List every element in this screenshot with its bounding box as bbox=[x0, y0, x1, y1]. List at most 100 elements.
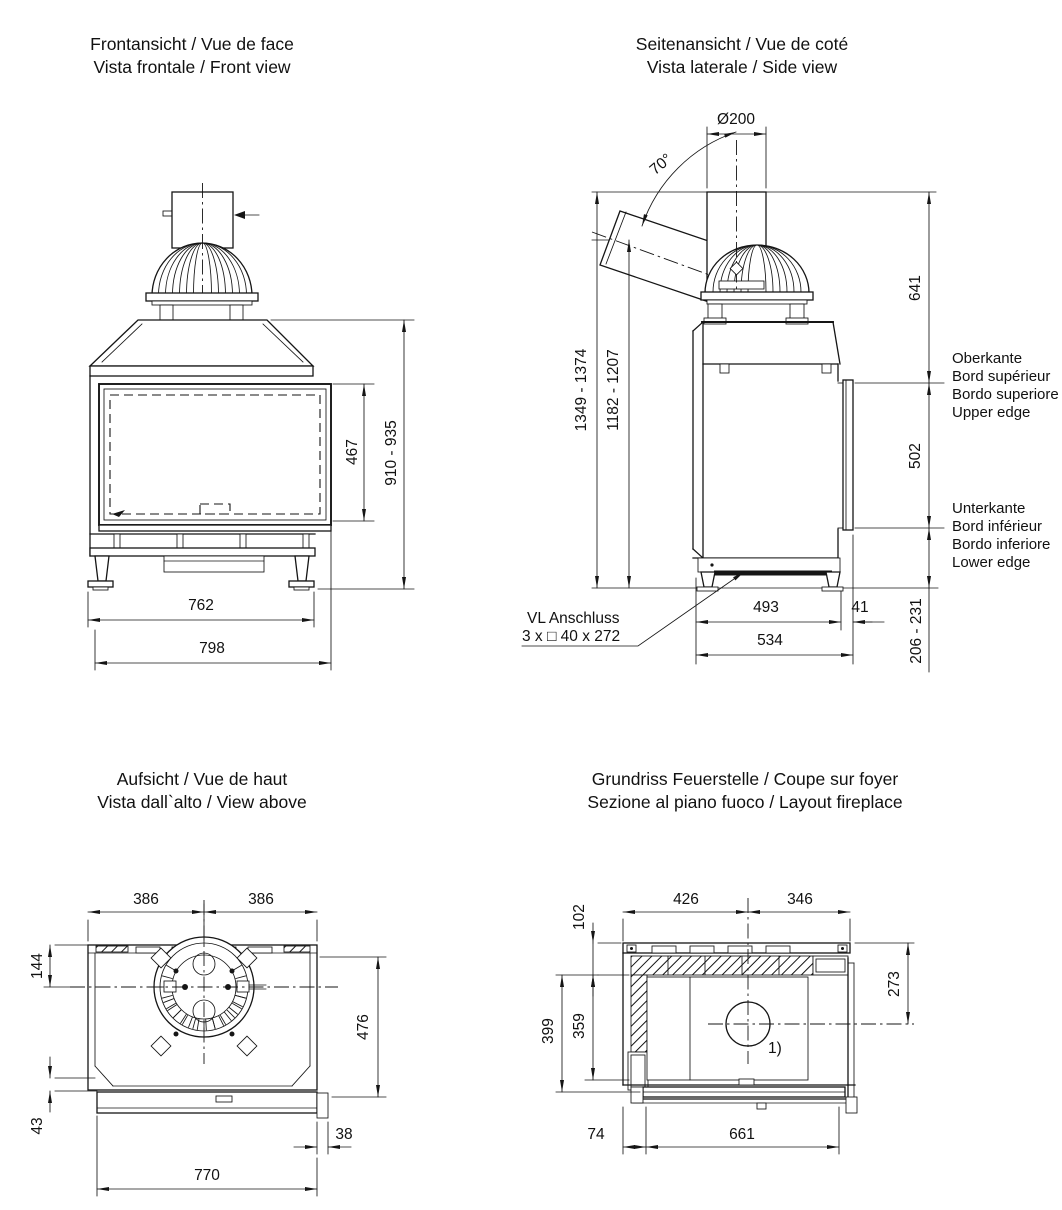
dim-label-overall-height: 1349 - 1374 bbox=[573, 348, 590, 431]
front-foot-right bbox=[288, 580, 315, 588]
top-view-title: Aufsicht / Vue de haut Vista dall`alto /… bbox=[52, 768, 352, 815]
side-view-title-line1: Seitenansicht / Vue de coté bbox=[635, 34, 849, 54]
front-support-4 bbox=[302, 533, 310, 549]
front-support-2 bbox=[176, 533, 184, 549]
side-stub-flange bbox=[605, 211, 627, 265]
layout-view-title-line1: Grundriss Feuerstelle / Coupe sur foyer bbox=[591, 769, 899, 789]
side-angle-arc bbox=[641, 131, 737, 227]
front-leg-left bbox=[94, 555, 110, 582]
dim-label-layout-left-section: 426 bbox=[673, 891, 699, 908]
layout-rear-right-box-inner bbox=[815, 958, 846, 973]
upper-edge-label-it: Bordo superiore bbox=[952, 386, 1059, 403]
lower-edge-label-it: Bordo inferiore bbox=[952, 536, 1050, 553]
dim-label-front-base-width: 762 bbox=[188, 597, 214, 614]
side-door-panel bbox=[842, 379, 854, 531]
lower-edge-label-fr: Bord inférieur bbox=[952, 518, 1042, 535]
side-view-title: Seitenansicht / Vue de coté Vista latera… bbox=[592, 33, 892, 80]
side-leg-left bbox=[700, 571, 716, 588]
top-pad-se bbox=[236, 1035, 258, 1057]
top-front-frame bbox=[96, 1091, 318, 1114]
front-door-inner-frame bbox=[103, 388, 327, 521]
layout-view-title-line2: Sezione al piano fuoco / Layout fireplac… bbox=[587, 792, 903, 813]
dim-label-front-offset: 41 bbox=[851, 599, 868, 616]
side-view-title-line2: Vista laterale / Side view bbox=[646, 57, 838, 78]
dim-label-base-depth: 493 bbox=[753, 599, 779, 616]
vl-leader-line bbox=[521, 571, 745, 647]
top-clamp-left bbox=[163, 980, 177, 993]
dim-label-rear-flue-height: 1182 - 1207 bbox=[605, 349, 622, 431]
front-view-drawing bbox=[87, 183, 332, 591]
front-support-1 bbox=[113, 533, 121, 549]
side-bracket-foot-left bbox=[703, 317, 727, 325]
side-notch-right bbox=[821, 363, 832, 374]
side-back-bevel-top bbox=[692, 321, 704, 332]
top-strip-hatch-left bbox=[95, 945, 129, 953]
front-view-title-line2: Vista frontale / Front view bbox=[93, 57, 291, 78]
side-foot-right bbox=[821, 586, 844, 592]
dim-label-flue-diameter: Ø200 bbox=[717, 111, 755, 128]
front-hood bbox=[88, 319, 315, 367]
top-pad-nw bbox=[150, 947, 172, 969]
layout-left-lining-hatched bbox=[630, 974, 648, 1053]
dim-label-front-overall-height: 910 - 935 bbox=[383, 420, 400, 486]
vl-connection-label-line2: 3 x □ 40 x 272 bbox=[522, 628, 620, 645]
dim-label-top-half-right: 386 bbox=[248, 891, 274, 908]
side-back-bevel-bottom bbox=[692, 548, 704, 559]
dim-label-layout-side-wall: 74 bbox=[587, 1126, 605, 1143]
layout-view-dimensions: 426 346 102 399 359 273 74 661 bbox=[540, 891, 915, 1155]
top-view-drawing bbox=[70, 900, 338, 1119]
dim-label-layout-floor-width: 661 bbox=[729, 1126, 755, 1143]
vl-connection-label-line1: VL Anschluss bbox=[527, 610, 620, 627]
side-leg-right bbox=[825, 571, 841, 588]
side-pipe-flange bbox=[718, 280, 765, 290]
side-bracket-foot-right bbox=[785, 317, 809, 325]
side-view-drawing bbox=[591, 140, 939, 592]
top-clamp-right bbox=[236, 980, 250, 993]
layout-view-drawing: 1) bbox=[622, 898, 914, 1114]
layout-note-marker: 1) bbox=[768, 1040, 782, 1057]
layout-front-right-tab bbox=[845, 1096, 858, 1114]
front-view-dimensions: 467 910 - 935 762 798 bbox=[87, 319, 415, 671]
top-pad-ne bbox=[236, 947, 258, 969]
layout-front-notch bbox=[738, 1078, 755, 1086]
front-glass-arrow-mark bbox=[112, 510, 125, 517]
top-pad-sw bbox=[150, 1035, 172, 1057]
side-dome-collar2 bbox=[706, 299, 808, 305]
side-view-dimensions: Ø200 70° 1349 - 1374 1182 - 1207 641 502… bbox=[521, 111, 1059, 673]
front-dome-collar2 bbox=[151, 300, 253, 306]
upper-edge-label-en: Upper edge bbox=[952, 404, 1030, 421]
front-foot-left bbox=[87, 580, 114, 588]
side-notch-left bbox=[719, 363, 730, 374]
front-ash-drawer bbox=[163, 555, 265, 573]
dim-label-layout-right-section: 346 bbox=[787, 891, 813, 908]
layout-rear-lining-hatched bbox=[630, 955, 814, 976]
front-view-title: Frontansicht / Vue de face Vista frontal… bbox=[42, 33, 342, 80]
upper-edge-label-fr: Bord supérieur bbox=[952, 368, 1050, 385]
side-body-top-slope bbox=[832, 321, 841, 365]
front-leg-right bbox=[294, 555, 310, 582]
top-view-title-line1: Aufsicht / Vue de haut bbox=[116, 769, 288, 789]
front-foot-pad-left bbox=[92, 586, 109, 591]
vl-connection-label: VL Anschluss 3 x □ 40 x 272 bbox=[521, 571, 745, 647]
dim-label-layout-depth-outer: 399 bbox=[540, 1018, 557, 1044]
dim-label-front-overall-width: 798 bbox=[199, 640, 225, 657]
front-glass-detail bbox=[199, 503, 231, 515]
lower-edge-label-de: Unterkante bbox=[952, 500, 1025, 517]
layout-handle-mark bbox=[756, 1102, 767, 1110]
side-base-dot bbox=[710, 563, 714, 567]
dim-label-layout-depth-inner: 359 bbox=[571, 1013, 588, 1039]
dim-label-top-front-width: 770 bbox=[194, 1167, 220, 1184]
side-junction-marker bbox=[729, 261, 744, 276]
front-support-3 bbox=[239, 533, 247, 549]
front-dome-collar bbox=[145, 292, 259, 302]
top-view-dimensions: 386 386 144 43 476 38 770 bbox=[29, 891, 387, 1197]
top-view-title-line2: Vista dall`alto / View above bbox=[97, 792, 307, 813]
side-dome-collar bbox=[700, 291, 814, 301]
dim-label-flue-angle: 70° bbox=[647, 151, 676, 179]
front-foot-pad-right bbox=[293, 586, 310, 591]
front-base-plate bbox=[89, 547, 316, 557]
upper-edge-label-de: Oberkante bbox=[952, 350, 1022, 367]
side-foot-left bbox=[696, 586, 719, 592]
